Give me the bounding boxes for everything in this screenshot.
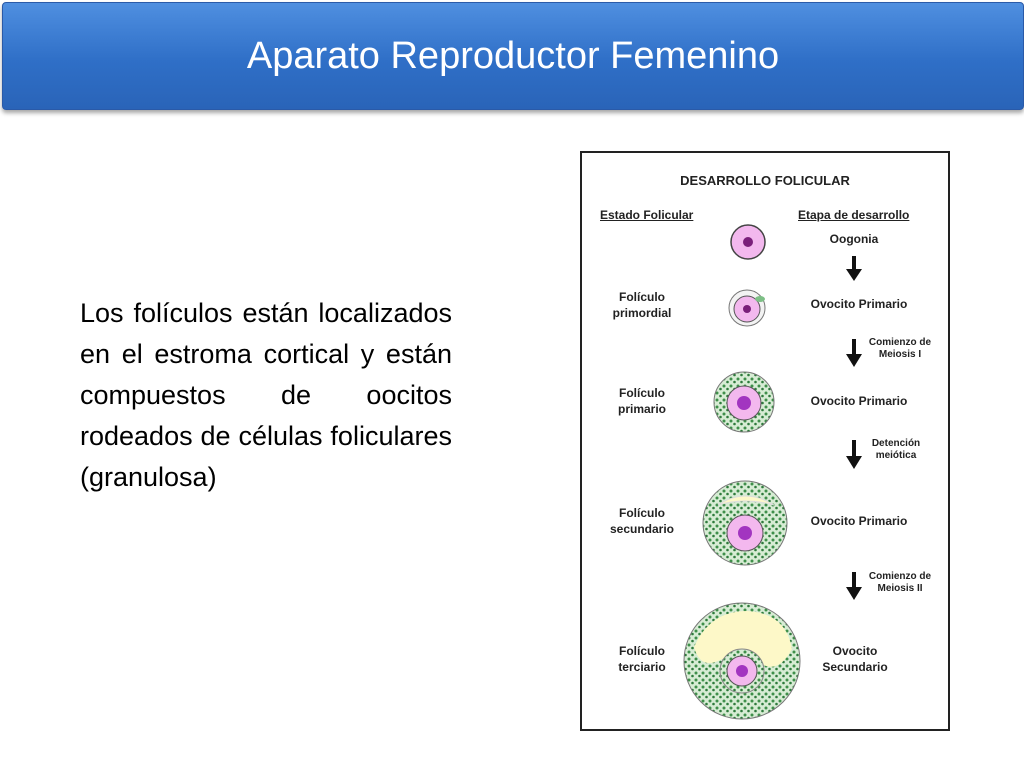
row4-left-label: Folículo terciario [618,644,666,674]
row3-right-label: Ovocito Primario [810,514,908,528]
row4-right-label: Ovocito Secundario [822,644,888,674]
title-bar: Aparato Reproductor Femenino [2,2,1024,110]
arrow-3 [846,440,862,469]
follicular-development-figure: DESARROLLO FOLICULAR Estado Folicular Et… [580,151,950,731]
stage-oogonia: Oogonia [829,232,879,246]
step3-label: Comienzo de Meiosis II [868,571,932,594]
arrow-2 [846,339,862,367]
row1-left-label: Folículo primordial [612,290,672,320]
row3-left-label: Folículo secundario [609,506,675,536]
primordial-follicle [728,289,766,327]
body-text: Los folículos están localizados en el es… [80,298,452,492]
step2-label: Detención meiótica [871,438,921,461]
slide-title: Aparato Reproductor Femenino [246,34,780,77]
oogonia-cell [730,224,766,260]
secondary-follicle [702,480,788,566]
arrow-4 [846,572,862,600]
arrow-1 [846,256,862,281]
primary-follicle [713,371,775,433]
follicle-illustrations [683,224,862,720]
row1-right-label: Ovocito Primario [810,297,908,311]
row2-left-label: Folículo primario [617,386,666,416]
column-header-right: Etapa de desarrollo [798,208,910,222]
tertiary-follicle [683,602,801,720]
diagram-title: DESARROLLO FOLICULAR [680,173,850,188]
column-header-left: Estado Folicular [600,208,694,222]
row2-right-label: Ovocito Primario [810,394,908,408]
step1-label: Comienzo de Meiosis I [868,337,932,360]
